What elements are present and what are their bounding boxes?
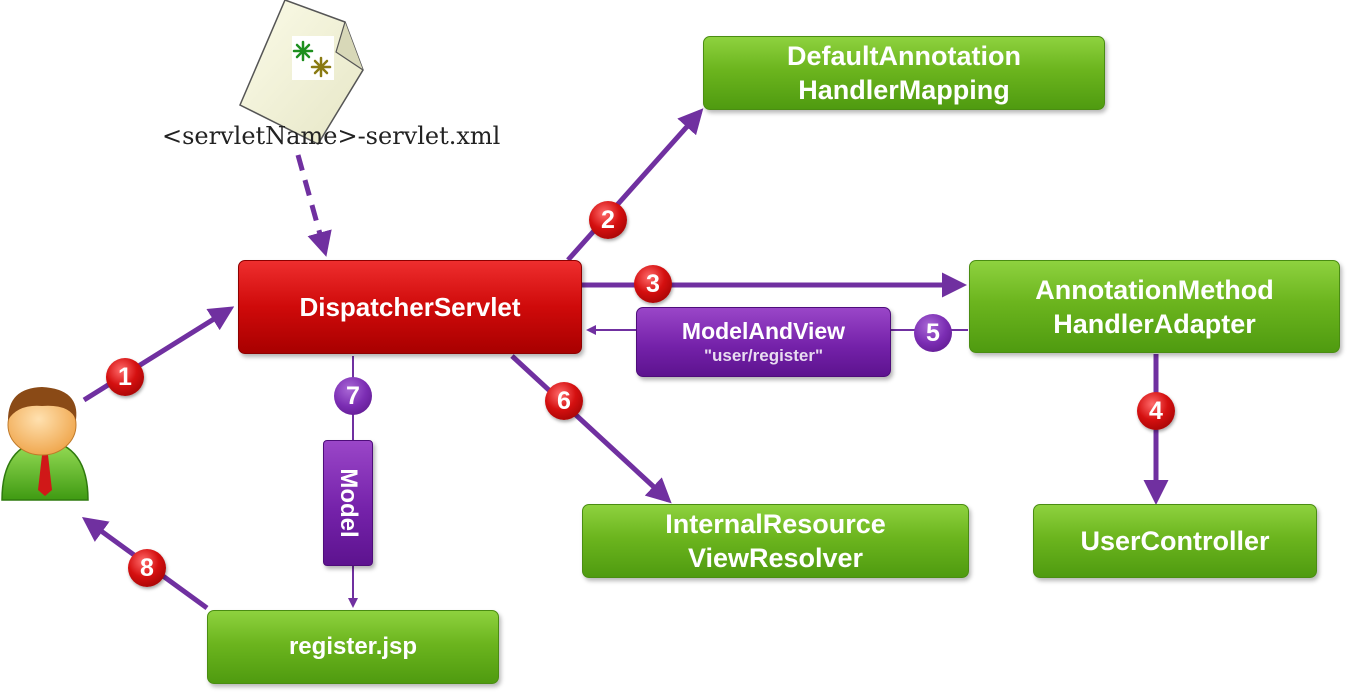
- model-and-view-subtitle: "user/register": [703, 346, 824, 365]
- step-badge-6: 6: [545, 382, 583, 420]
- user-avatar-icon: [1, 387, 89, 501]
- view-resolver-line2: ViewResolver: [687, 543, 864, 573]
- step-badge-1: 1: [106, 358, 144, 396]
- handler-adapter-line2: HandlerAdapter: [1053, 308, 1256, 339]
- dispatcher-servlet-label: DispatcherServlet: [299, 292, 521, 322]
- step-badge-8: 8: [128, 549, 166, 587]
- arrow-step-6: [510, 354, 672, 504]
- register-jsp-label: register.jsp: [288, 633, 418, 660]
- step-badge-7: 7: [334, 377, 372, 415]
- step-badge-3: 3: [634, 265, 672, 303]
- arrow-step-2: [566, 108, 704, 262]
- model-and-view-box: ModelAndView "user/register": [636, 307, 891, 377]
- config-file-label: <servletName>-servlet.xml: [162, 122, 501, 150]
- step-badge-5: 5: [914, 314, 952, 352]
- model-label: Model: [335, 468, 362, 538]
- config-arrow: [295, 154, 332, 257]
- step-badge-4: 4: [1137, 392, 1175, 430]
- user-controller-label: UserController: [1080, 526, 1270, 556]
- register-jsp-box: register.jsp: [207, 610, 499, 684]
- handler-mapping-box: DefaultAnnotation HandlerMapping: [703, 36, 1105, 110]
- dispatcher-servlet-box: DispatcherServlet: [238, 260, 582, 354]
- model-box: Model: [323, 440, 373, 566]
- handler-adapter-line1: AnnotationMethod: [1035, 274, 1274, 305]
- arrow-step-1: [82, 306, 235, 403]
- model-and-view-title: ModelAndView: [681, 318, 846, 344]
- view-resolver-line1: InternalResource: [665, 509, 886, 539]
- user-controller-box: UserController: [1033, 504, 1317, 578]
- view-resolver-box: InternalResource ViewResolver: [582, 504, 969, 578]
- xml-document-icon: [239, 0, 364, 145]
- step-badge-2: 2: [589, 201, 627, 239]
- handler-mapping-line1: DefaultAnnotation: [787, 41, 1021, 71]
- handler-mapping-line2: HandlerMapping: [798, 75, 1010, 105]
- handler-adapter-box: AnnotationMethod HandlerAdapter: [969, 260, 1340, 353]
